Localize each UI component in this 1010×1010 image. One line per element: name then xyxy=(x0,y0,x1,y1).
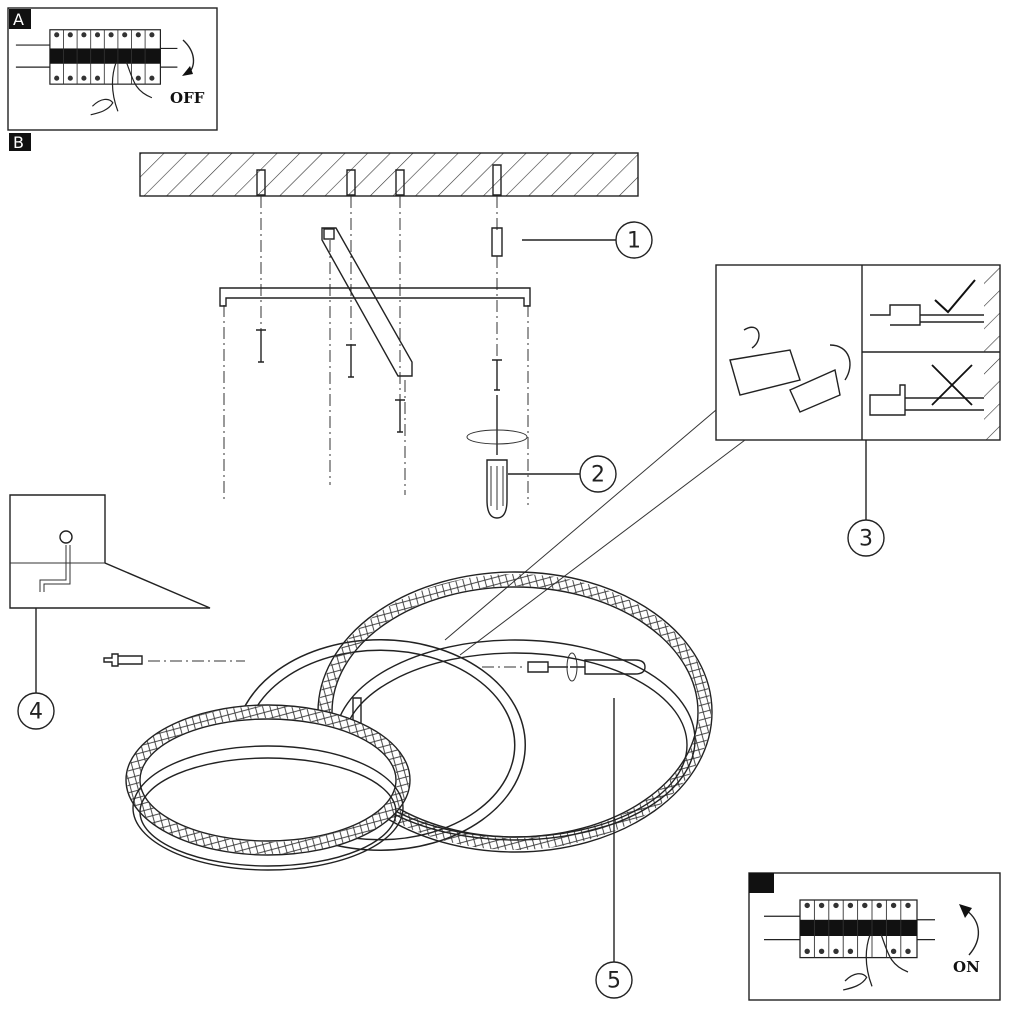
arrow-up-icon xyxy=(965,909,980,956)
callout-4-number: 4 xyxy=(29,700,43,725)
anchor-plug-icon xyxy=(491,227,503,257)
panel-b-label-bg xyxy=(9,133,31,151)
terminal-block-icon xyxy=(729,349,801,396)
circuit-breaker-icon xyxy=(763,899,936,991)
panel-wire-connection xyxy=(715,264,1001,441)
connector-correct-icon xyxy=(870,304,984,326)
on-text: ON xyxy=(953,958,980,976)
connector-wrong-icon xyxy=(869,384,984,416)
panel-a-label: A xyxy=(13,10,24,29)
callout-5-number: 5 xyxy=(607,969,621,994)
screws xyxy=(256,329,502,455)
panel-c-label-bg xyxy=(749,873,774,893)
fixing-screw-icon xyxy=(527,661,568,673)
callout-3 xyxy=(847,519,885,557)
screwdriver-icon xyxy=(466,429,528,519)
check-icon xyxy=(934,279,976,314)
off-text: OFF xyxy=(170,89,205,107)
callout-2 xyxy=(579,455,617,493)
side-screw-icon xyxy=(103,653,143,667)
lamp-rings xyxy=(125,571,713,871)
wall-anchors xyxy=(223,164,529,505)
circuit-breaker-icon xyxy=(15,29,178,116)
callout-1 xyxy=(615,221,653,259)
cross-icon xyxy=(931,364,973,406)
callout-4 xyxy=(17,692,55,730)
callout-3-number: 3 xyxy=(859,527,873,552)
panel-b-label: B xyxy=(13,133,24,152)
mounting-bracket xyxy=(219,227,531,377)
panel-c-switch-on: ON xyxy=(748,872,1001,1001)
ceiling xyxy=(139,152,639,197)
panel-cable-detail xyxy=(9,494,211,609)
callout-2-number: 2 xyxy=(591,463,605,488)
panel-a-switch-off: A OFF xyxy=(7,7,218,131)
grommet-icon xyxy=(59,530,73,544)
panel-a-label-bg xyxy=(9,9,31,29)
callout-5 xyxy=(595,961,633,999)
callout-1-number: 1 xyxy=(627,229,641,254)
